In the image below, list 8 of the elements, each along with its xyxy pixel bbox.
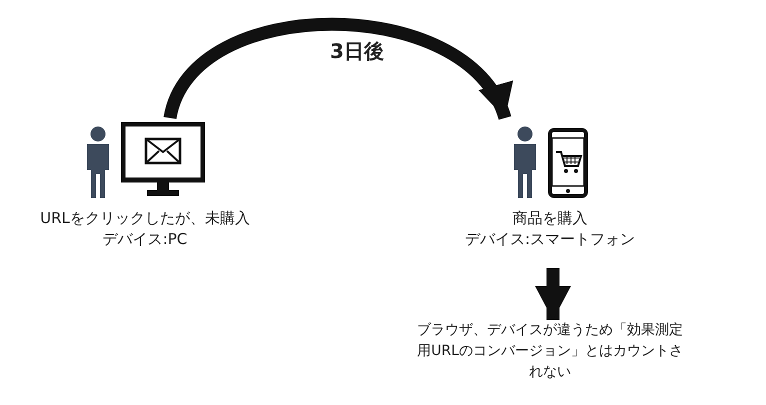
- caption-text: デバイス:PC: [102, 229, 188, 250]
- conclusion-text: ブラウザ、デバイスが違うため「効果測定用URLのコンバージョン」とはカウントされない: [416, 321, 684, 382]
- caption-text: デバイス:スマートフォン: [464, 229, 636, 250]
- caption-text: 商品を購入: [512, 208, 588, 229]
- edge-label: 3日後: [330, 38, 384, 65]
- arrow: [535, 268, 571, 320]
- caption-text: URLをクリックしたが、未購入: [40, 208, 250, 229]
- arrow: [164, 18, 511, 121]
